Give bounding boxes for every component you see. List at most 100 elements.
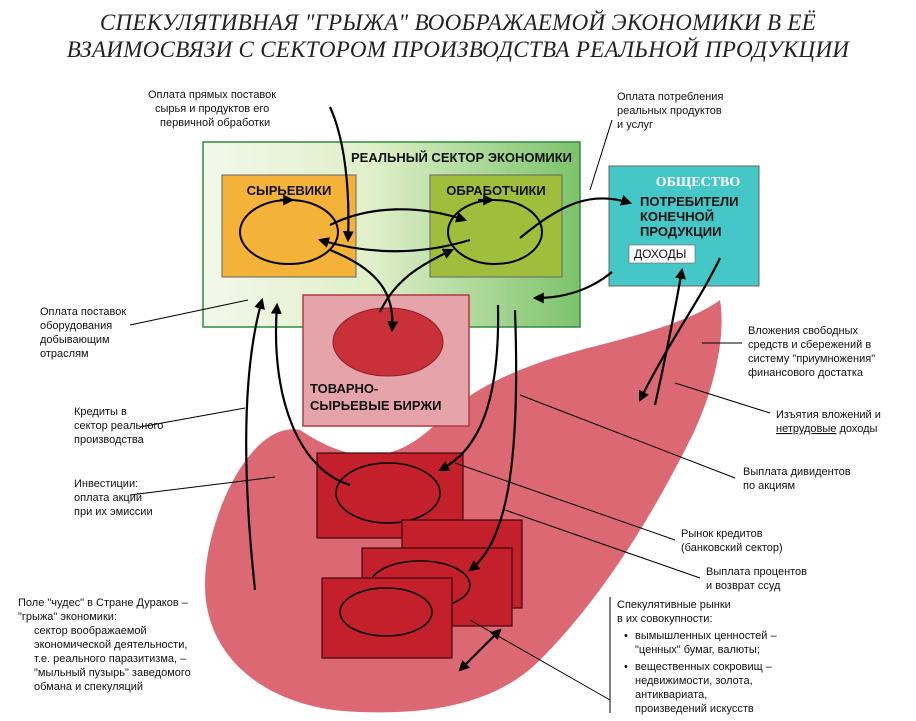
label-investments-free: Вложения свободных средств и сбережений …: [748, 325, 875, 379]
label-direct-supply: Оплата прямых поставок сырья и продуктов…: [148, 89, 276, 129]
label-withdrawal-rest: доходы: [836, 423, 877, 435]
flow-arrows: [245, 106, 721, 672]
label-speculative-1: Спекулятивные рынки: [617, 599, 731, 611]
raw-title: СЫРЬЕВИКИ: [247, 183, 332, 198]
arrow-exchange-to-proc: [379, 248, 454, 313]
raw-box: [221, 174, 357, 278]
society-title: ОБЩЕСТВО: [656, 175, 741, 190]
arrow-proc-to-raw: [317, 237, 471, 253]
consumers-line-3: ПРОДУКЦИИ: [640, 224, 721, 239]
label-investments-free-1: Вложения свободных: [748, 325, 858, 337]
label-investments-free-3: систему "приумножения": [748, 353, 875, 365]
label-consumption-1: Оплата потребления: [617, 91, 723, 103]
arrow-dividends: [438, 304, 500, 471]
exchange-line-1: ТОВАРНО-: [310, 381, 378, 396]
title-line-2: ВЗАИМОСВЯЗИ С СЕКТОРОМ ПРОИЗВОДСТВА РЕАЛ…: [67, 36, 851, 62]
label-credit-market-2: (банковский сектор): [681, 542, 783, 554]
market-cycle-1: [335, 462, 441, 524]
arrow-direct-supply: [328, 106, 354, 243]
arrow-raw-to-proc: [329, 208, 468, 226]
leader-credit-market: [454, 462, 676, 541]
arrow-withdrawals: [653, 267, 686, 406]
label-investments-free-2: средств и сбережений в: [748, 339, 871, 351]
bullet-2: •: [624, 661, 628, 673]
label-withdrawal-1: Изъятия вложений и: [776, 409, 881, 421]
label-direct-supply-3: первичной обработки: [160, 117, 270, 129]
label-credits-1: Кредиты в: [74, 406, 127, 418]
bullet-1: •: [624, 630, 628, 642]
leader-credits: [139, 407, 246, 428]
label-withdrawal: Изъятия вложений и нетрудовые доходы: [776, 409, 881, 435]
label-interest: Выплата процентов и возврат ссуд: [706, 566, 807, 592]
real-sector-title: РЕАЛЬНЫЙ СЕКТОР ЭКОНОМИКИ: [351, 150, 572, 165]
processors-box: [429, 174, 563, 278]
label-credits-2: сектор реального: [74, 420, 163, 432]
label-consumption-3: и услуг: [617, 119, 653, 131]
label-credits-3: производства: [74, 434, 145, 446]
label-credits: Кредиты в сектор реального производства: [74, 406, 163, 446]
leader-equipment: [129, 299, 249, 326]
label-miracle-1: Поле "чудес" в Стране Дураков –: [18, 597, 189, 609]
society-box: [608, 165, 760, 287]
leader-lines: [129, 119, 771, 701]
label-investments-shares-1: Инвестиции:: [74, 478, 138, 490]
label-equipment-4: отраслям: [40, 348, 89, 360]
leader-speculative: [469, 619, 611, 701]
label-miracle-5: т.е. реального паразитизма, –: [34, 653, 187, 665]
label-consumption: Оплата потребления реальных продуктов и …: [617, 91, 723, 131]
arrow-society-to-sector: [532, 271, 613, 304]
label-equipment-1: Оплата поставок: [40, 306, 126, 318]
label-consumption-2: реальных продуктов: [617, 105, 722, 117]
arrow-speculative: [458, 628, 502, 672]
leader-investments-shares: [129, 476, 276, 496]
label-speculative-7: антиквариата,: [635, 689, 707, 701]
label-speculative-6: недвижимости, золота,: [635, 675, 753, 687]
income-label: ДОХОДЫ: [634, 247, 686, 261]
consumers-line-1: ПОТРЕБИТЕЛИ: [640, 194, 739, 209]
arrow-investments: [270, 302, 351, 487]
title-line-1: СПЕКУЛЯТИВНАЯ "ГРЫЖА" ВООБРАЖАЕМОЙ ЭКОНО…: [100, 9, 816, 35]
label-speculative-2: в их совокупности:: [617, 613, 713, 625]
label-speculative-5: вещественных сокровищ –: [635, 661, 773, 673]
leader-withdrawal: [674, 382, 771, 414]
label-miracle-field: Поле "чудес" в Стране Дураков – "грыжа" …: [18, 597, 191, 693]
market-cycle-4: [339, 587, 433, 637]
label-miracle-4: экономической деятельности,: [34, 639, 187, 651]
label-credit-market-1: Рынок кредитов: [681, 528, 763, 540]
label-miracle-3: сектор воображаемой: [34, 625, 147, 637]
label-equipment-2: оборудования: [40, 320, 112, 332]
label-investments-shares-2: оплата акций: [74, 492, 142, 504]
label-miracle-7: обмана и спекуляций: [34, 681, 143, 693]
leader-consumption: [589, 119, 613, 191]
label-equipment: Оплата поставок оборудования добывающим …: [40, 306, 126, 360]
leader-dividends: [519, 394, 736, 479]
arrow-proc-to-society: [519, 195, 633, 239]
processors-title: ОБРАБОТЧИКИ: [446, 183, 546, 198]
label-speculative-4: "ценных" бумаг, валюты;: [635, 644, 760, 656]
label-direct-supply-2: сырья и продуктов его: [155, 103, 269, 115]
label-equipment-3: добывающим: [40, 334, 110, 346]
label-investments-shares: Инвестиции: оплата акций при их эмиссии: [74, 478, 153, 518]
label-speculative-8: произведений искусств: [635, 703, 754, 715]
exchange-oval: [332, 307, 444, 377]
label-withdrawal-word: нетрудовые: [776, 423, 836, 435]
label-dividends-2: по акциям: [743, 480, 795, 492]
label-dividends-1: Выплата дивидентов: [743, 466, 851, 478]
label-direct-supply-1: Оплата прямых поставок: [148, 89, 276, 101]
arrow-interest: [468, 309, 518, 572]
label-dividends: Выплата дивидентов по акциям: [743, 466, 851, 492]
leader-interest: [504, 509, 701, 579]
label-interest-2: и возврат ссуд: [706, 580, 781, 592]
consumers-line-2: КОНЕЧНОЙ: [640, 209, 714, 224]
arrow-raw-to-exchange: [329, 248, 399, 333]
arrow-investments-free: [639, 257, 721, 402]
processors-cycle: [447, 199, 543, 265]
label-interest-1: Выплата процентов: [706, 566, 807, 578]
label-speculative-3: вымышленных ценностей –: [635, 630, 777, 642]
income-box: [628, 244, 696, 264]
label-investments-shares-3: при их эмиссии: [74, 506, 153, 518]
label-credit-market: Рынок кредитов (банковский сектор): [681, 528, 783, 554]
label-miracle-2: "грыжа" экономики:: [18, 611, 117, 623]
